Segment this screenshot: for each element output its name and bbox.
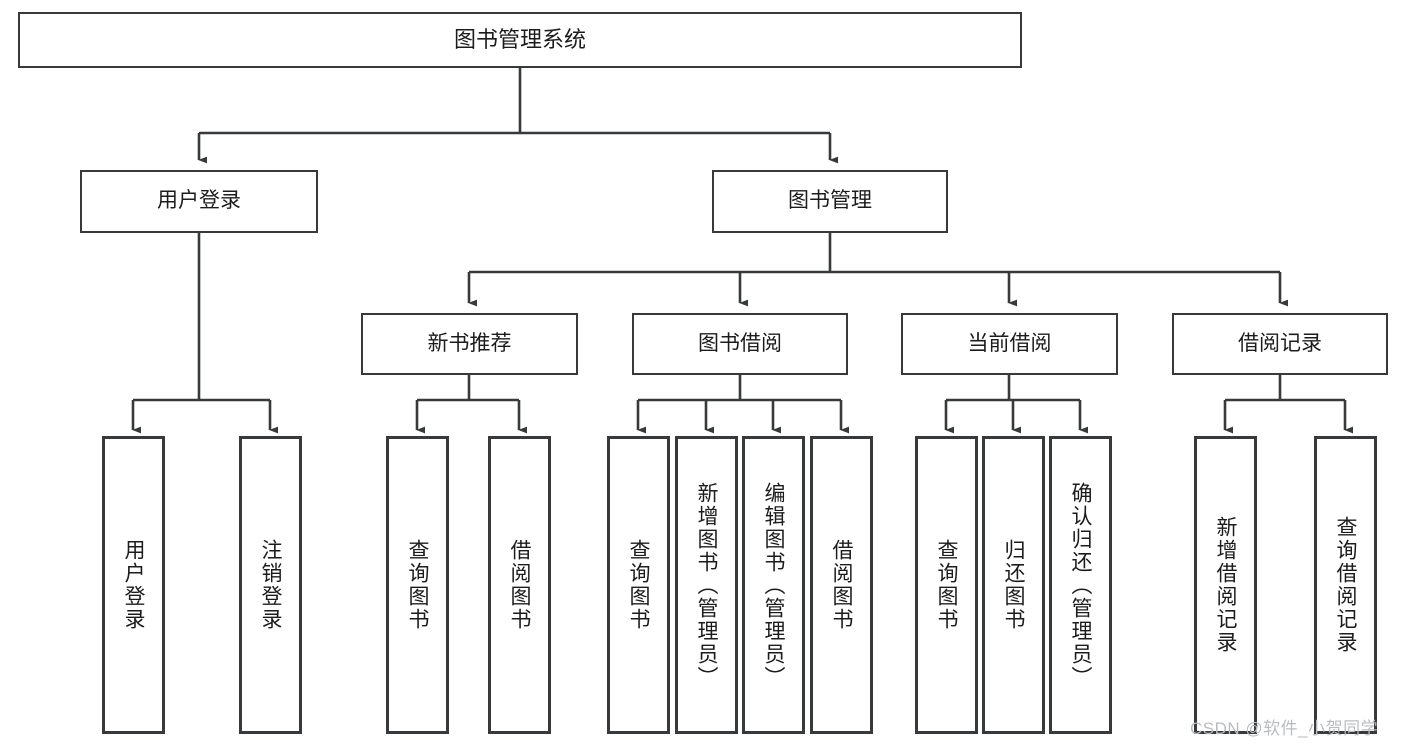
node-root-book-management-system[interactable]: 图书管理系统 [18,12,1022,68]
node-user-login[interactable]: 用户登录 [80,170,318,233]
node-label: 新增借阅记录 [1214,516,1237,654]
node-label: 查询图书 [935,539,958,631]
node-label: 用户登录 [122,539,145,631]
node-label: 新书推荐 [427,331,512,355]
node-label: 确认归还（管理员） [1069,481,1092,689]
node-label: 查询图书 [627,539,650,631]
node-label: 新增图书（管理员） [695,481,718,689]
node-current-borrow[interactable]: 当前借阅 [901,313,1118,375]
node-label: 用户登录 [157,189,241,213]
csdn-watermark: CSDN @软件_小贺同学 [1190,719,1379,738]
leaf-book-borrow-query-book[interactable]: 查询图书 [607,436,670,734]
node-label: 借阅记录 [1238,331,1322,355]
leaf-book-borrow-edit-book-admin[interactable]: 编辑图书（管理员） [742,436,805,734]
node-label: 查询图书 [406,539,429,631]
node-label: 归还图书 [1002,539,1025,631]
leaf-book-borrow-add-book-admin[interactable]: 新增图书（管理员） [675,436,738,734]
leaf-book-borrow-borrow-book[interactable]: 借阅图书 [810,436,873,734]
node-label: 借阅图书 [830,539,853,631]
node-label: 注销登录 [259,539,282,631]
node-label: 借阅图书 [508,539,531,631]
node-label: 当前借阅 [967,331,1052,355]
node-book-borrow[interactable]: 图书借阅 [632,313,848,375]
node-book-management[interactable]: 图书管理 [712,170,948,233]
leaf-user-login-login[interactable]: 用户登录 [102,436,165,734]
leaf-current-borrow-query-book[interactable]: 查询图书 [915,436,978,734]
leaf-current-borrow-confirm-return-admin[interactable]: 确认归还（管理员） [1049,436,1112,734]
leaf-borrow-record-query-record[interactable]: 查询借阅记录 [1314,436,1377,734]
leaf-borrow-record-add-record[interactable]: 新增借阅记录 [1194,436,1257,734]
node-label: 图书管理系统 [453,27,586,53]
node-label: 图书管理 [788,189,872,213]
leaf-user-login-logout[interactable]: 注销登录 [239,436,302,734]
node-new-book-recommend[interactable]: 新书推荐 [361,313,578,375]
node-label: 图书借阅 [698,331,782,355]
leaf-current-borrow-return-book[interactable]: 归还图书 [982,436,1045,734]
leaf-new-book-borrow-book[interactable]: 借阅图书 [488,436,551,734]
leaf-new-book-query-book[interactable]: 查询图书 [386,436,449,734]
node-borrow-record[interactable]: 借阅记录 [1172,313,1388,375]
node-label: 编辑图书（管理员） [762,481,785,689]
node-label: 查询借阅记录 [1334,516,1357,654]
